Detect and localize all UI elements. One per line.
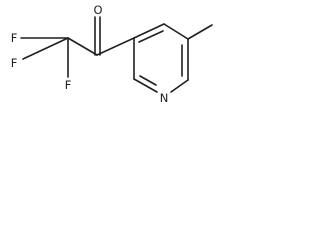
bond-ring-c4-c5 [163, 23, 189, 40]
atom-label-fluorine-lower: F [65, 78, 72, 92]
atom-label-nitrogen: N [160, 91, 169, 105]
bond-ring-c3-c4 [133, 23, 165, 39]
atom-label-oxygen: O [93, 3, 102, 17]
bond-ring-n-c2-inner [139, 75, 157, 86]
atom-label-fluorine-middle: F [11, 56, 18, 70]
bond-cf3-carbonyl [67, 37, 98, 56]
bond-c-f-middle [22, 37, 69, 60]
structural-formula: O F F F N [11, 3, 213, 105]
bond-ring-n-c2 [133, 78, 158, 93]
bond-ring-methyl [187, 24, 213, 40]
bond-carbonyl-ring [96, 37, 135, 56]
bond-ring-c4-c4-inner [138, 30, 164, 43]
bond-ring-c6-n [170, 79, 189, 93]
atom-label-fluorine-upper: F [11, 31, 18, 45]
